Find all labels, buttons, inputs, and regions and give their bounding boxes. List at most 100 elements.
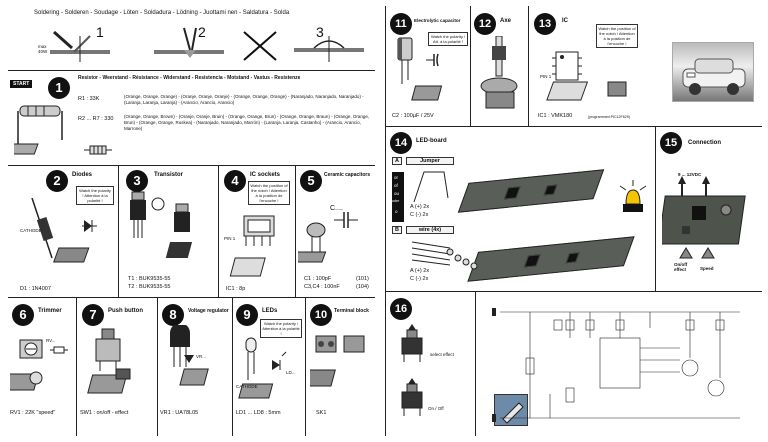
electrolytic-cap-title: Electrolytic capacitor (414, 18, 461, 23)
vreg-part-label: VR1 : UA78L05 (160, 410, 199, 416)
option-b-anode: A (+) 2x (410, 268, 430, 274)
divider-center-vertical (385, 6, 386, 436)
connection-speed-label: Speed (700, 266, 714, 271)
or-word-fr: ou (394, 191, 400, 196)
soldering-illustration (50, 27, 364, 62)
or-word-es: o (395, 209, 398, 214)
vreg-symbol-label: VR... (196, 354, 207, 359)
transistor-title: Transistor (154, 172, 184, 178)
push-button-part-label: SW1 : on/off - effect (80, 410, 129, 416)
transistor-t1-label: T1 : BUK9535-55 (128, 276, 171, 282)
iron-power-label: max 40W (38, 44, 48, 54)
step-number-15: 15 (660, 132, 682, 154)
pcb-top-chip-1 (503, 186, 521, 200)
ic-part-note: (programmed PIC12F629) (588, 115, 630, 119)
divider-row3-c (232, 298, 233, 436)
push-button-illustration (87, 328, 131, 394)
or-word-en: or (394, 175, 399, 180)
led-part-label: LD1 ... LD8 : 5mm (236, 410, 281, 416)
onoff-label: On / Off (428, 406, 444, 411)
step-number-6: 6 (12, 304, 34, 326)
solder-step-2: 2 (198, 24, 206, 40)
resistor-illustration (14, 105, 63, 155)
step-number-14: 14 (390, 132, 412, 154)
divider-right-row2 (386, 291, 762, 292)
step-number-1: 1 (48, 77, 70, 99)
select-effect-illustration (401, 324, 423, 362)
divider-row2-horizontal (8, 165, 375, 166)
ic-sockets-title: IC sockets (250, 172, 281, 178)
divider-row3-d (305, 298, 306, 436)
resistor-small-icon (84, 145, 112, 155)
soldering-header: Soldering - Solderen - Soudage - Löten -… (34, 10, 290, 16)
ic-socket-illustration (229, 215, 275, 277)
ic-socket-pin-label: PIN 1 (224, 236, 236, 241)
pcb-top-chip-2 (543, 184, 558, 196)
option-b-cathode: C (-) 2x (410, 276, 429, 282)
ic-illustration (546, 51, 627, 101)
wire-label: wire (4x) (406, 226, 454, 234)
step-number-5: 5 (300, 170, 322, 192)
step-number-13: 13 (534, 13, 556, 35)
axe-illustration (480, 36, 518, 109)
option-a-cathode: C (-) 2x (410, 212, 429, 218)
ic-pin-label: PIN 1 (540, 74, 552, 79)
ic-socket-part-label: IC1 : 8p (226, 286, 246, 292)
divider-row3-horizontal (8, 297, 375, 298)
step-number-8: 8 (162, 304, 184, 326)
divider-row3-b (157, 298, 158, 436)
terminal-block-title: Terminal block (334, 308, 369, 314)
step-number-9: 9 (236, 304, 258, 326)
car-photo (672, 42, 754, 102)
or-vertical-band: or of ou oder o (392, 172, 404, 222)
divider-r1-a (470, 6, 471, 126)
jumper-label: Jumper (406, 157, 454, 165)
ic-socket-notch-callout: Watch the position of the notch ! Attent… (248, 181, 290, 205)
ic-notch-callout: Watch the position of the notch ! Attent… (596, 24, 638, 48)
leds-title: LEDs (262, 308, 278, 314)
terminal-block-illustration (310, 335, 365, 387)
wire-illustration (411, 241, 451, 266)
ic-title: IC (562, 18, 568, 24)
step-number-7: 7 (82, 304, 104, 326)
or-word-de: oder (392, 199, 400, 203)
resistor-r1-label: R1 : 33K (78, 96, 100, 102)
trimmer-symbol-label: RV... (46, 338, 56, 343)
pcb-bottom-chip-2 (565, 252, 580, 264)
option-a-anode: A (+) 2x (410, 204, 430, 210)
led-board-pcb-bottom (467, 236, 635, 282)
led-cathode-label: CATHODE (236, 384, 258, 389)
diode-polarity-callout: Watch the polarity ! Attention à la pola… (76, 186, 114, 205)
transistor-t2-label: T2 : BUK9535-55 (128, 284, 171, 290)
step-number-12: 12 (474, 13, 496, 35)
divider-top-left-horizontal (8, 70, 375, 71)
option-a-label: A (392, 157, 402, 165)
step-number-11: 11 (390, 13, 412, 35)
divider-r2-a (655, 127, 656, 291)
connection-title: Connection (688, 140, 721, 146)
ceramic-c1-label: C1 : 100pF (304, 276, 332, 282)
trimmer-illustration (10, 339, 68, 391)
led-board-pcb-top (457, 169, 605, 213)
electrolytic-capacitor-illustration (397, 37, 443, 101)
divider-right-row1 (386, 126, 762, 127)
ic-part-label: IC1 : VMK180 (538, 113, 573, 119)
solder-step-3: 3 (316, 24, 324, 40)
step-number-2: 2 (46, 170, 68, 192)
led-illustration (238, 337, 287, 399)
led-polarity-callout: Watch the polarity ! Attention à la pola… (260, 319, 302, 338)
circuit-schematic (492, 308, 740, 422)
resistor-title: Resistor - Weerstand - Résistance - Wide… (78, 75, 301, 81)
voltage-regulator-illustration (170, 325, 209, 386)
divider-r3-a (475, 292, 476, 436)
resistor-r1-colors: (Orange, Orange, Orange) - (Oranje, Oran… (124, 94, 364, 105)
connection-voltage-label: 9 ... 12VDC (678, 172, 702, 177)
divider-row2-c (295, 166, 296, 297)
trimmer-title: Trimmer (38, 308, 62, 314)
led-board-leds-illustration (446, 248, 478, 270)
terminal-block-part-label: SK1 (316, 410, 327, 416)
connection-onoff-label: On/off effect (674, 262, 688, 272)
divider-row3-a (76, 298, 77, 436)
step-number-4: 4 (224, 170, 246, 192)
ceramic-capacitor-illustration (298, 212, 358, 263)
